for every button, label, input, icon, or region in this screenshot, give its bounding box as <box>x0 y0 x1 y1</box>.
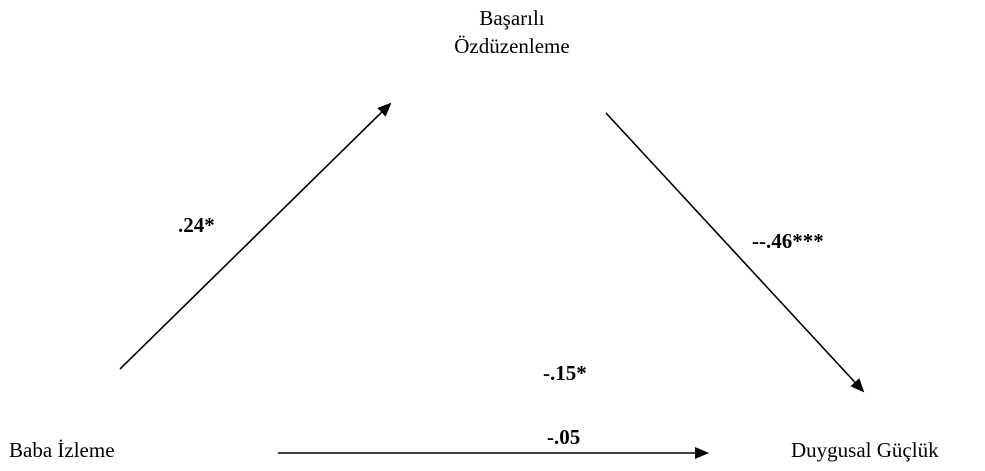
mediator-node: Başarılı Özdüzenleme <box>412 4 612 60</box>
outcome-node: Duygusal Güçlük <box>791 438 939 462</box>
mediator-label-line1: Başarılı <box>479 6 545 30</box>
predictor-node: Baba İzleme <box>9 438 115 462</box>
path-b-coefficient: --.46*** <box>752 229 824 253</box>
mediator-label-line2: Özdüzenleme <box>454 34 570 58</box>
path-b-arrow <box>605 112 865 393</box>
path-a-arrow <box>119 102 392 370</box>
path-c-direct-coefficient: -.05 <box>547 425 581 449</box>
path-a-coefficient: .24* <box>178 213 215 237</box>
path-c-total-coefficient: -.15* <box>543 361 587 385</box>
